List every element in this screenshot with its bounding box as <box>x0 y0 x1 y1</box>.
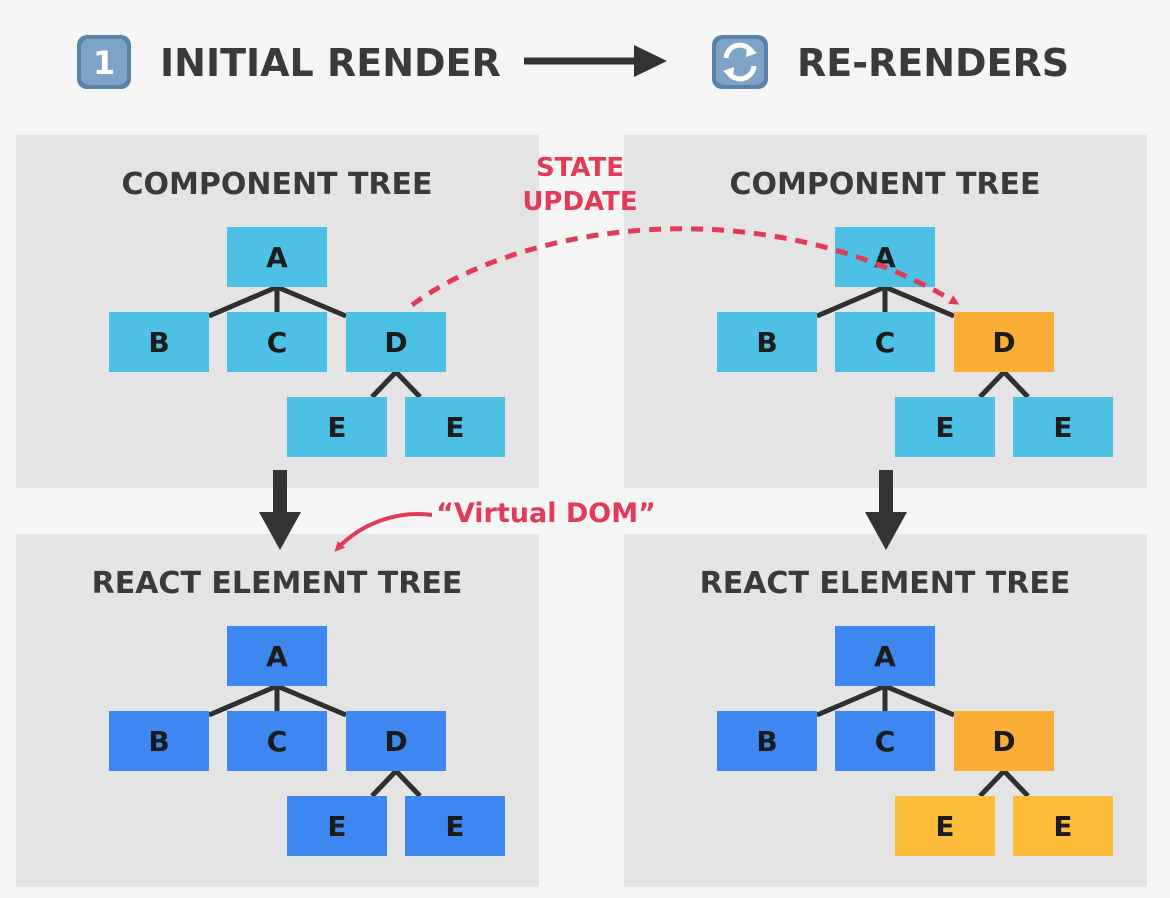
left-component-edge-d-e1 <box>370 370 398 399</box>
left-down-arrow-icon <box>259 470 301 550</box>
left-element-node-d <box>346 711 446 771</box>
re-renders-title: RE-RENDERS <box>797 41 1069 85</box>
left-element-node-label-e2: E <box>445 810 464 843</box>
right-component-node-label-c: C <box>875 326 896 359</box>
right-component-edge-d-e1 <box>978 370 1006 399</box>
left-component-node-e2 <box>405 397 505 457</box>
right-down-arrow-icon <box>865 470 907 550</box>
left-component-node-label-e1: E <box>327 411 346 444</box>
right-element-node-label-e2: E <box>1053 810 1072 843</box>
right-element-node-label-d: D <box>992 725 1015 758</box>
left-element-edge-a-b <box>208 683 278 718</box>
initial-render-title: INITIAL RENDER <box>160 41 501 85</box>
virtual-dom-arrow <box>334 512 433 552</box>
right-component-edge-d-e2 <box>1002 370 1030 399</box>
right-element-node-b <box>717 711 817 771</box>
right-element-edge-a-b <box>816 683 886 718</box>
right-component-node-label-e1: E <box>935 411 954 444</box>
right-component-node-b <box>717 312 817 372</box>
left-element-node-c <box>227 711 327 771</box>
virtual-dom-label: “Virtual DOM” <box>436 498 656 529</box>
right-component-node-d <box>954 312 1054 372</box>
left-element-node-label-a: A <box>266 640 288 673</box>
right-element-tree-title: REACT ELEMENT TREE <box>700 566 1071 601</box>
left-element-node-label-d: D <box>384 725 407 758</box>
left-element-node-label-b: B <box>148 725 169 758</box>
right-element-edge-d-e2 <box>1002 769 1030 798</box>
left-element-tree-title: REACT ELEMENT TREE <box>92 566 463 601</box>
right-element-node-d <box>954 711 1054 771</box>
left-component-edge-a-b <box>208 284 278 319</box>
right-component-edge-a-d <box>884 284 955 319</box>
left-element-node-label-e1: E <box>327 810 346 843</box>
left-component-node-a <box>227 227 327 287</box>
right-element-node-label-b: B <box>756 725 777 758</box>
right-element-node-e1 <box>895 796 995 856</box>
left-component-node-label-a: A <box>266 241 288 274</box>
left-component-node-label-b: B <box>148 326 169 359</box>
left-element-node-e1 <box>287 796 387 856</box>
right-component-node-label-d: D <box>992 326 1015 359</box>
left-element-node-a <box>227 626 327 686</box>
right-component-tree-title: COMPONENT TREE <box>729 167 1040 202</box>
state-update-label-line1: STATE <box>536 153 624 183</box>
left-element-node-label-c: C <box>267 725 288 758</box>
right-element-node-label-c: C <box>875 725 896 758</box>
left-element-node-e2 <box>405 796 505 856</box>
right-element-node-a <box>835 626 935 686</box>
left-element-edge-a-d <box>276 683 347 718</box>
right-element-node-c <box>835 711 935 771</box>
left-component-node-e1 <box>287 397 387 457</box>
left-component-node-c <box>227 312 327 372</box>
right-component-node-e1 <box>895 397 995 457</box>
right-component-edge-a-b <box>816 284 886 319</box>
left-component-node-label-e2: E <box>445 411 464 444</box>
right-element-edge-a-d <box>884 683 955 718</box>
left-component-node-label-c: C <box>267 326 288 359</box>
left-component-tree-title: COMPONENT TREE <box>121 167 432 202</box>
right-element-node-label-a: A <box>874 640 896 673</box>
right-component-node-a <box>835 227 935 287</box>
right-component-node-label-b: B <box>756 326 777 359</box>
state-update-dashed-arrow <box>410 226 960 308</box>
step-one-badge: 1 <box>93 44 115 82</box>
left-component-edge-d-e2 <box>394 370 422 399</box>
left-component-node-label-d: D <box>384 326 407 359</box>
step-one-icon: 1 <box>77 35 131 89</box>
right-element-node-e2 <box>1013 796 1113 856</box>
left-component-edge-a-d <box>276 284 347 319</box>
right-component-node-e2 <box>1013 397 1113 457</box>
right-component-node-label-e2: E <box>1053 411 1072 444</box>
header-arrow-icon <box>524 45 667 77</box>
state-update-label-line2: UPDATE <box>522 187 637 217</box>
refresh-icon <box>712 35 768 89</box>
left-element-edge-d-e1 <box>370 769 398 798</box>
right-element-node-label-e1: E <box>935 810 954 843</box>
right-element-edge-d-e1 <box>978 769 1006 798</box>
left-component-node-b <box>109 312 209 372</box>
left-component-node-d <box>346 312 446 372</box>
right-component-node-c <box>835 312 935 372</box>
left-element-edge-d-e2 <box>394 769 422 798</box>
left-element-node-b <box>109 711 209 771</box>
